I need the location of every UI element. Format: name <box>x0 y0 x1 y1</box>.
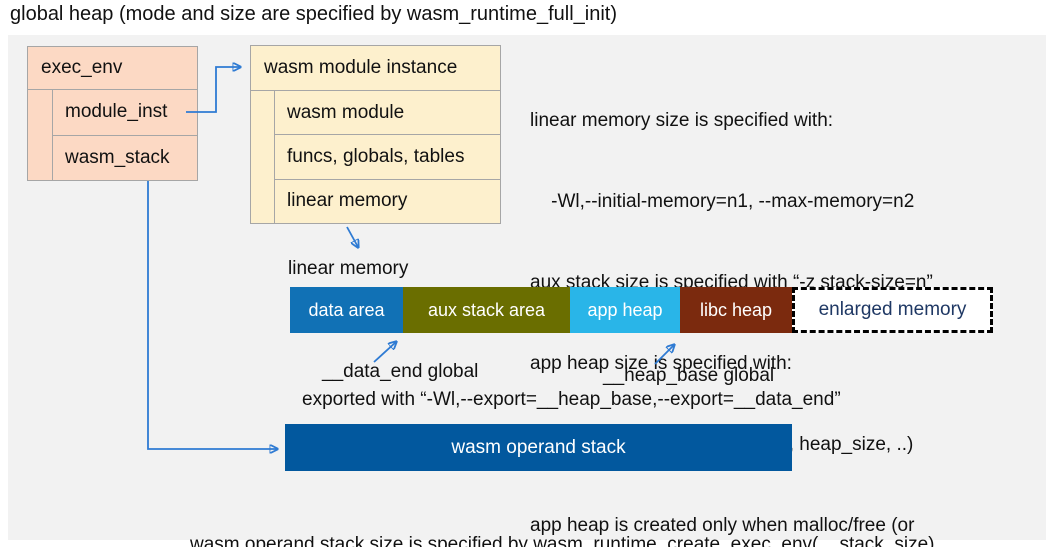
memory-segment-aux-stack-area: aux stack area <box>403 287 570 333</box>
wasm-operand-stack-bar: wasm operand stack <box>285 424 792 471</box>
linear-memory-label: linear memory <box>288 258 409 279</box>
instance-row-linear-memory: linear memory <box>287 190 408 212</box>
memory-segment-data-area: data area <box>290 287 403 333</box>
footer-line: wasm operand stack size is specified by … <box>190 534 935 547</box>
page-title: global heap (mode and size are specified… <box>10 3 617 25</box>
exec-env-body: module_inst wasm_stack <box>28 90 197 180</box>
exec-env-box: exec_env module_inst wasm_stack <box>27 46 198 181</box>
wasm-module-instance-box: wasm module instance wasm module funcs, … <box>250 45 501 224</box>
wasm-module-instance-header: wasm module instance <box>251 46 500 91</box>
exec-env-header: exec_env <box>28 47 197 90</box>
note-line: -Wl,--initial-memory=n1, --max-memory=n2 <box>530 191 915 212</box>
operand-stack-notes: wasm operand stack size is specified by … <box>190 480 935 547</box>
note-line: linear memory size is specified with: <box>530 110 834 131</box>
memory-segment-libc-heap: libc heap <box>680 287 792 333</box>
note-line: app heap size is specified with: <box>530 353 792 374</box>
exec-env-indent-strip <box>28 90 53 180</box>
memory-segment-enlarged-memory: enlarged memory <box>792 287 993 333</box>
note-line: app heap is created only when malloc/fre… <box>530 515 915 536</box>
wasm-module-instance-indent-strip <box>251 91 275 223</box>
linear-memory-bar: data area aux stack area app heap libc h… <box>290 287 993 333</box>
wasm-module-instance-body: wasm module funcs, globals, tables linea… <box>251 91 500 223</box>
exec-env-row-wasm-stack: wasm_stack <box>65 146 170 168</box>
exec-env-row-module-inst: module_inst <box>53 90 197 136</box>
memory-segment-app-heap: app heap <box>570 287 680 333</box>
exported-with-label: exported with “-Wl,--export=__heap_base,… <box>302 389 841 410</box>
instance-row-funcs-globals-tables: funcs, globals, tables <box>275 135 500 180</box>
data-end-global-label: __data_end global <box>322 361 479 382</box>
instance-row-wasm-module: wasm module <box>275 91 500 136</box>
heap-base-global-label: __heap_base global <box>603 365 775 386</box>
